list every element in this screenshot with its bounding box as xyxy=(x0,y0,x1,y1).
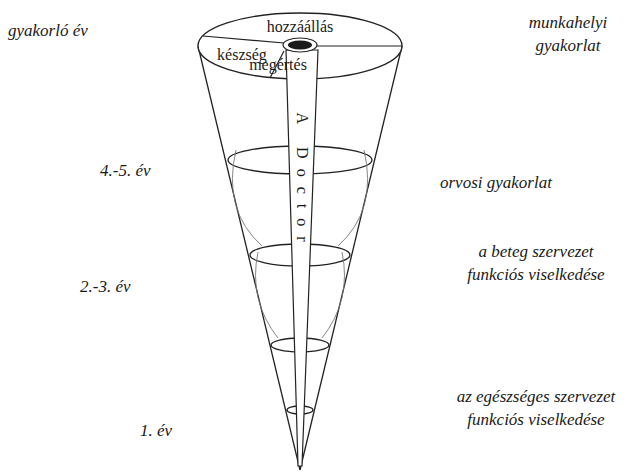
side-label: az egészséges szervezet funkciós viselke… xyxy=(450,386,622,432)
top-disk: hozzáálláskészségmegértés xyxy=(198,13,402,79)
side-label: 1. év xyxy=(140,420,200,443)
sector-label: hozzáállás xyxy=(267,18,334,36)
side-label: a beteg szervezet funkciós viselkedése xyxy=(450,241,622,287)
doctor-band: A Doctor xyxy=(294,112,310,251)
band-label: A Doctor xyxy=(294,112,310,251)
side-label: gyakorló év xyxy=(8,20,168,43)
sector-label: megértés xyxy=(249,56,307,74)
side-label: orvosi gyakorlat xyxy=(440,172,610,195)
side-label: 2.-3. év xyxy=(80,276,190,299)
side-label: munkahelyi gyakorlat xyxy=(510,12,626,58)
side-label: 4.-5. év xyxy=(100,160,195,183)
